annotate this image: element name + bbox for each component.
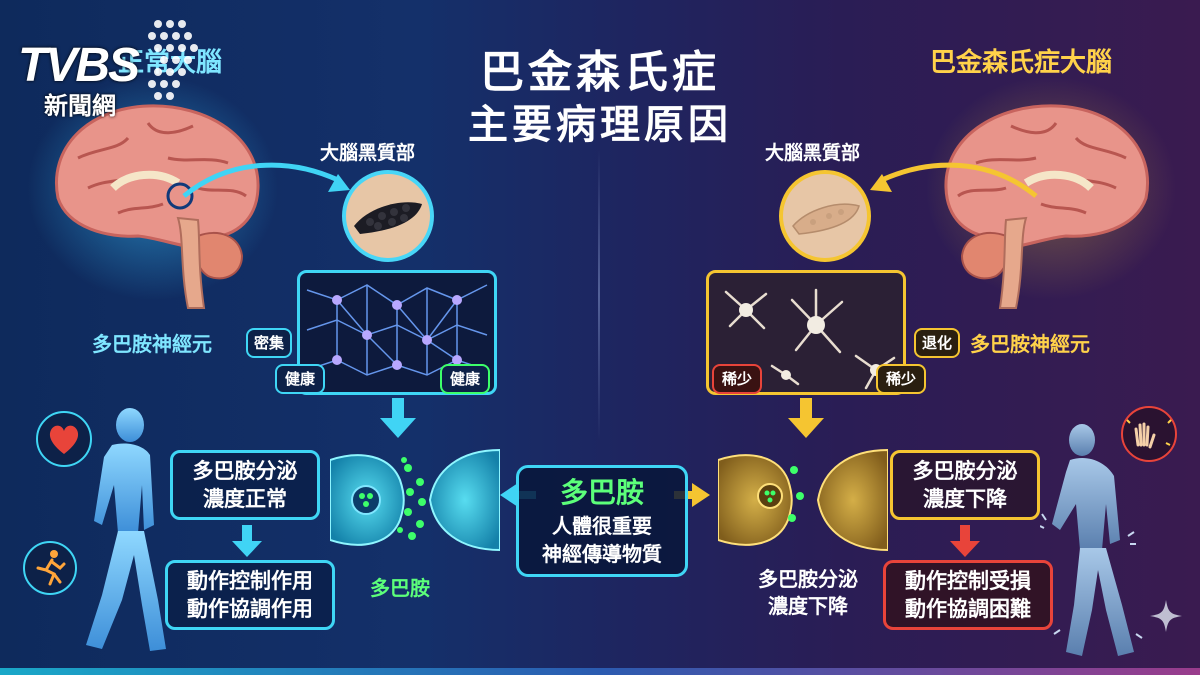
center-title: 多巴胺 (559, 476, 644, 509)
left-secretion-line2: 濃度正常 (203, 487, 287, 511)
right-effect-box: 動作控制受損 動作協調困難 (883, 560, 1053, 630)
left-effect-line2: 動作協調作用 (187, 597, 313, 621)
left-effect-arrow (232, 525, 262, 557)
running-person-icon (23, 541, 77, 595)
center-line2: 神經傳導物質 (542, 542, 662, 566)
right-neuron-label: 多巴胺神經元 (970, 332, 1090, 356)
sparse-neuron-panel (706, 270, 906, 395)
right-down-arrow (788, 398, 824, 438)
left-down-arrow (380, 398, 416, 438)
right-brain-title: 巴金森氏症大腦 (930, 48, 1113, 78)
right-secretion-line1: 多巴胺分泌 (912, 459, 1018, 483)
right-effect-line2: 動作協調困難 (905, 597, 1031, 621)
shaking-hands-icon (1121, 406, 1177, 462)
right-synapse-line1: 多巴胺分泌 (758, 567, 858, 591)
left-dopamine-label: 多巴胺 (370, 576, 430, 600)
normal-brain-illustration (28, 78, 278, 309)
right-secretion-box: 多巴胺分泌 濃度下降 (890, 450, 1040, 520)
degenerated-substantia-circle (779, 170, 871, 262)
logo-sub: 新聞網 (44, 92, 116, 120)
stooped-person-figure (1040, 424, 1143, 656)
left-substantia-label: 大腦黑質部 (320, 142, 416, 164)
logo-brand: TVBS (18, 39, 140, 92)
right-secretion-line2: 濃度下降 (923, 487, 1007, 511)
scarce-tag-1: 稀少 (712, 364, 762, 394)
left-secretion-box: 多巴胺分泌 濃度正常 (170, 450, 320, 520)
left-effect-line1: 動作控制作用 (187, 569, 313, 593)
right-synapse-caption: 多巴胺分泌 濃度下降 (733, 566, 883, 620)
degeneration-tag: 退化 (914, 328, 960, 358)
parkinsons-brain-illustration (926, 78, 1176, 309)
healthy-substantia-circle (342, 170, 434, 262)
right-pointer-arrow (870, 162, 1038, 198)
tvbs-logo: TVBS 新聞網 (18, 18, 208, 120)
left-pointer-arrow (182, 162, 350, 198)
healthy-tag-1: 健康 (275, 364, 325, 394)
heart-icon (36, 411, 92, 467)
scarce-tag-2: 稀少 (876, 364, 926, 394)
sparkle-icon (1150, 600, 1182, 632)
logo-dot-pattern (148, 20, 198, 100)
dense-neuron-panel (297, 270, 497, 395)
walking-person-figure (86, 408, 166, 651)
center-line1: 人體很重要 (552, 514, 652, 538)
weakened-synapse (718, 448, 888, 552)
density-tag: 密集 (246, 328, 292, 358)
main-subtitle: 主要病理原因 (468, 102, 732, 148)
center-dopamine-box: 多巴胺 人體很重要 神經傳導物質 (516, 465, 688, 577)
right-effect-arrow (950, 525, 980, 557)
healthy-tag-2: 健康 (440, 364, 490, 394)
left-effect-box: 動作控制作用 動作協調作用 (165, 560, 335, 630)
healthy-synapse (330, 448, 500, 552)
center-divider (598, 150, 600, 440)
left-neuron-label: 多巴胺神經元 (92, 332, 212, 356)
bottom-accent-bar (0, 668, 1200, 675)
main-title: 巴金森氏症 (480, 47, 720, 98)
right-effect-line1: 動作控制受損 (905, 569, 1031, 593)
right-synapse-line2: 濃度下降 (768, 594, 848, 618)
left-secretion-line1: 多巴胺分泌 (192, 459, 298, 483)
right-substantia-label: 大腦黑質部 (765, 142, 861, 164)
